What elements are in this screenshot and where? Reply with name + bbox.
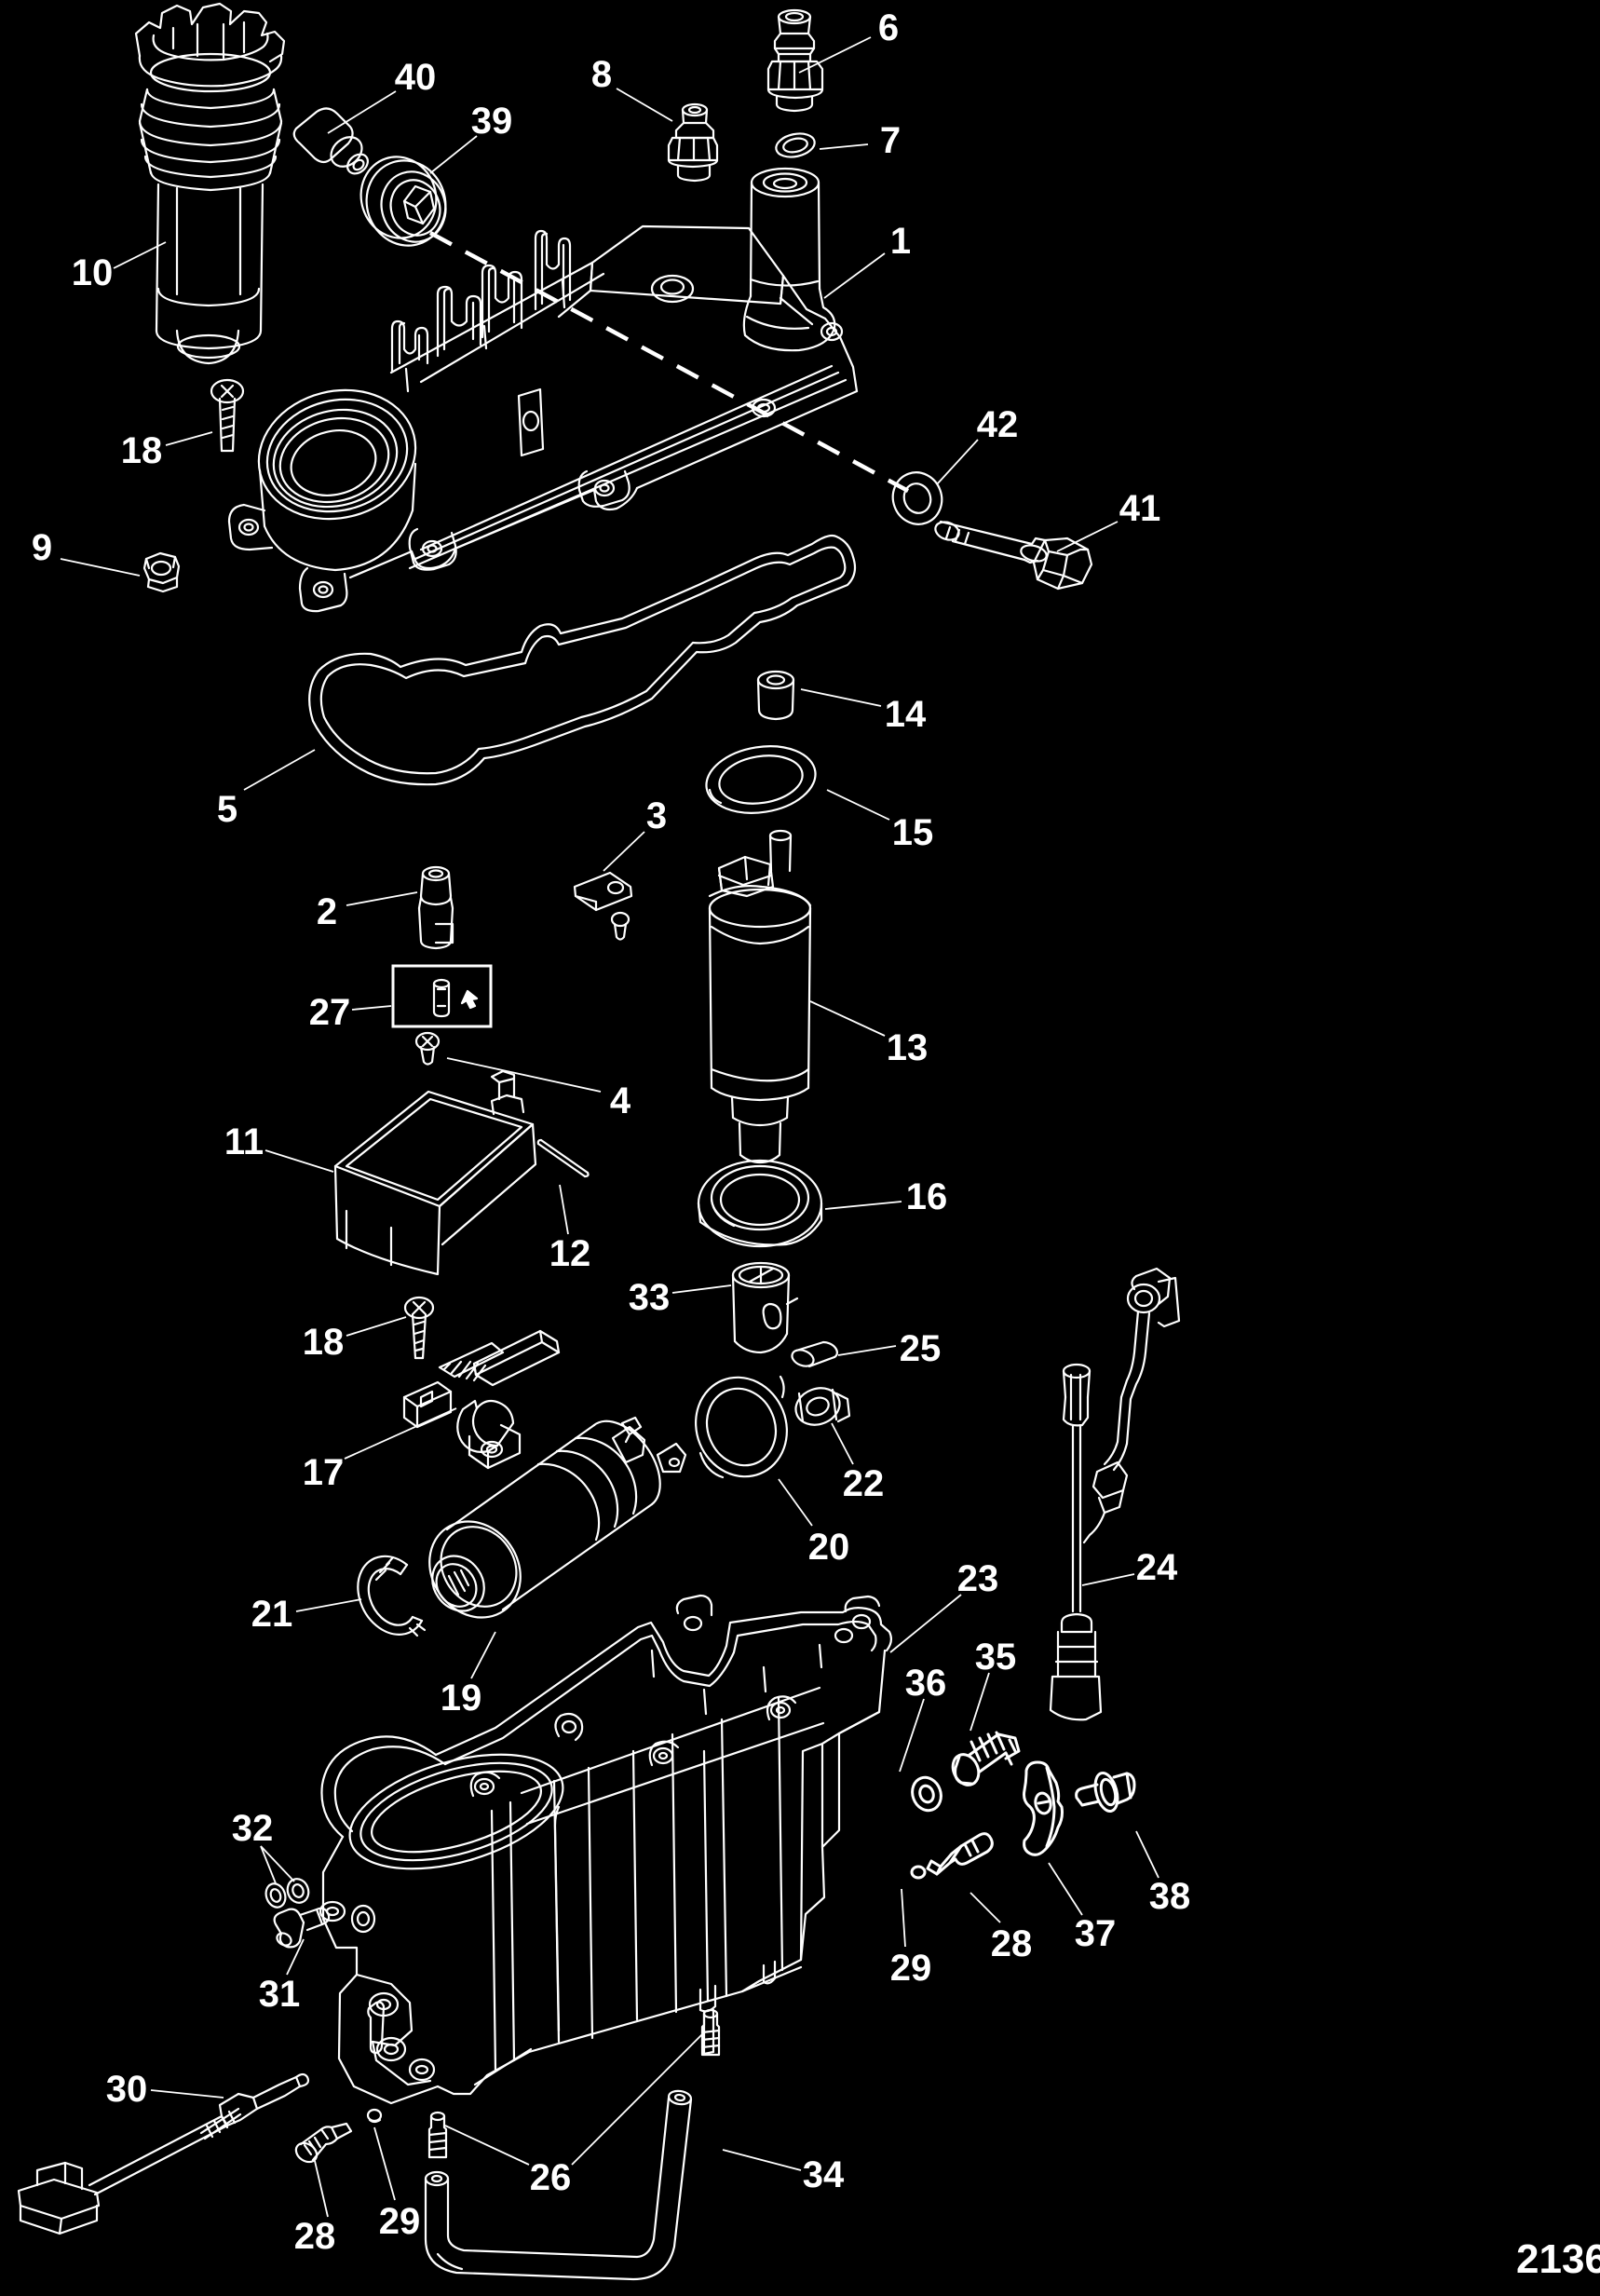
svg-text:41: 41 — [1119, 488, 1161, 529]
svg-text:40: 40 — [395, 57, 437, 98]
svg-text:38: 38 — [1149, 1876, 1191, 1917]
svg-text:1: 1 — [890, 221, 911, 262]
svg-text:2136: 2136 — [1516, 2236, 1600, 2282]
svg-text:24: 24 — [1136, 1547, 1178, 1588]
svg-text:28: 28 — [294, 2216, 336, 2257]
svg-text:42: 42 — [977, 404, 1019, 445]
svg-text:13: 13 — [887, 1027, 929, 1068]
svg-text:16: 16 — [906, 1176, 948, 1217]
svg-text:4: 4 — [610, 1080, 631, 1121]
svg-text:15: 15 — [892, 812, 934, 853]
svg-text:35: 35 — [975, 1637, 1017, 1678]
svg-text:20: 20 — [808, 1527, 850, 1568]
svg-text:28: 28 — [991, 1923, 1033, 1964]
svg-text:11: 11 — [224, 1121, 264, 1162]
svg-text:14: 14 — [885, 694, 927, 735]
svg-text:3: 3 — [646, 795, 667, 836]
svg-text:37: 37 — [1075, 1913, 1117, 1954]
svg-text:12: 12 — [549, 1233, 591, 1274]
svg-text:26: 26 — [530, 2157, 572, 2198]
svg-text:22: 22 — [843, 1463, 885, 1504]
svg-text:29: 29 — [890, 1948, 932, 1989]
svg-text:39: 39 — [471, 101, 513, 142]
svg-text:5: 5 — [217, 789, 237, 830]
svg-text:6: 6 — [878, 7, 899, 48]
svg-text:34: 34 — [803, 2154, 845, 2195]
svg-text:31: 31 — [259, 1974, 301, 2015]
svg-text:19: 19 — [441, 1678, 482, 1719]
svg-text:25: 25 — [900, 1328, 942, 1369]
svg-text:8: 8 — [591, 54, 612, 95]
svg-text:9: 9 — [32, 527, 52, 568]
svg-text:23: 23 — [957, 1558, 999, 1599]
svg-text:18: 18 — [303, 1322, 345, 1363]
svg-text:7: 7 — [880, 120, 901, 161]
svg-text:30: 30 — [106, 2069, 148, 2110]
svg-text:17: 17 — [303, 1452, 345, 1493]
svg-text:32: 32 — [232, 1808, 274, 1849]
svg-text:36: 36 — [905, 1663, 947, 1704]
svg-text:2: 2 — [317, 891, 337, 932]
svg-text:18: 18 — [121, 430, 163, 471]
svg-text:29: 29 — [379, 2201, 421, 2242]
svg-text:33: 33 — [629, 1277, 671, 1318]
svg-text:21: 21 — [251, 1594, 293, 1635]
svg-text:27: 27 — [309, 992, 351, 1033]
svg-text:10: 10 — [72, 252, 114, 293]
